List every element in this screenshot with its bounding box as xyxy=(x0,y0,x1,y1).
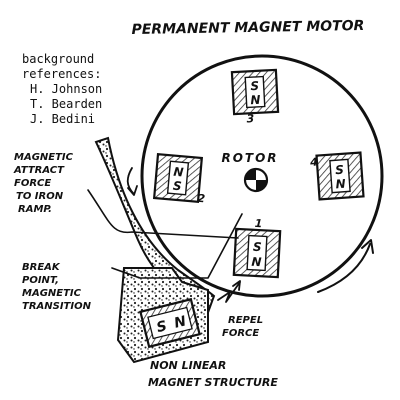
repel-arrow xyxy=(217,280,241,303)
magnet-2-pole-top: N xyxy=(173,165,184,180)
nonlinear-line-1: NON LINEAR xyxy=(150,359,226,372)
repel-label: REPEL FORCE xyxy=(222,315,263,339)
magnet-4-pole-bottom: N xyxy=(335,177,346,192)
magnet-3-pole-top: S xyxy=(250,79,259,93)
repel-line-2: FORCE xyxy=(222,328,259,339)
attract-line-4: TO IRON xyxy=(16,191,64,202)
break-line-3: MAGNETIC xyxy=(22,288,82,299)
magnet-2-number: 2 xyxy=(197,192,206,206)
magnet-3-pole-bottom: N xyxy=(250,93,261,108)
rotor-magnet-1: S N 1 xyxy=(232,217,282,279)
rotor-hub xyxy=(243,167,269,193)
attract-arrow xyxy=(126,167,138,196)
magnet-4-number: 4 xyxy=(309,156,319,170)
break-line-2: POINT, xyxy=(22,275,59,286)
attract-label: MAGNETIC ATTRACT FORCE TO IRON RAMP. xyxy=(13,152,74,215)
nonlinear-label: NON LINEAR MAGNET STRUCTURE xyxy=(148,359,278,389)
references-heading-2: references: xyxy=(22,67,101,81)
break-line-1: BREAK xyxy=(22,262,61,273)
repel-line-1: REPEL xyxy=(228,315,263,326)
rotor-disc xyxy=(140,54,384,298)
attract-line-3: FORCE xyxy=(14,178,51,189)
nonlinear-line-2: MAGNET STRUCTURE xyxy=(148,376,278,389)
reference-bedini: J. Bedini xyxy=(30,112,95,126)
magnet-3-number: 3 xyxy=(246,112,255,125)
magnet-2-pole-bottom: S xyxy=(172,179,182,194)
stator-pole-s: S xyxy=(155,318,169,336)
attract-line-2: ATTRACT xyxy=(13,165,65,176)
magnet-1-pole-bottom: N xyxy=(251,255,262,270)
title: PERMANENT MAGNET MOTOR xyxy=(131,18,364,38)
references-heading: background xyxy=(22,52,94,66)
reference-johnson: H. Johnson xyxy=(30,82,102,96)
stator-magnet: S N xyxy=(139,297,201,349)
reference-bearden: T. Bearden xyxy=(30,97,102,111)
rotor-magnet-3: S N 3 xyxy=(230,68,280,125)
rotor-magnet-4: S N 4 xyxy=(309,151,365,201)
stator-pole-n: N xyxy=(173,313,189,331)
attract-line-1: MAGNETIC xyxy=(14,152,74,163)
attract-line-5: RAMP. xyxy=(18,204,52,215)
attract-leader-line xyxy=(87,189,239,239)
break-line-4: TRANSITION xyxy=(22,301,92,312)
magnet-4-pole-top: S xyxy=(335,163,345,178)
magnet-1-pole-top: S xyxy=(253,240,262,254)
rotation-arrow xyxy=(317,239,374,293)
break-label: BREAK POINT, MAGNETIC TRANSITION xyxy=(22,262,92,312)
references-block: background references: H. Johnson T. Bea… xyxy=(22,52,102,126)
rotor-magnet-2: N S 2 xyxy=(152,152,206,206)
break-leader-line xyxy=(111,213,243,279)
magnet-1-number: 1 xyxy=(254,217,262,230)
rotor-label: ROTOR xyxy=(221,151,278,165)
